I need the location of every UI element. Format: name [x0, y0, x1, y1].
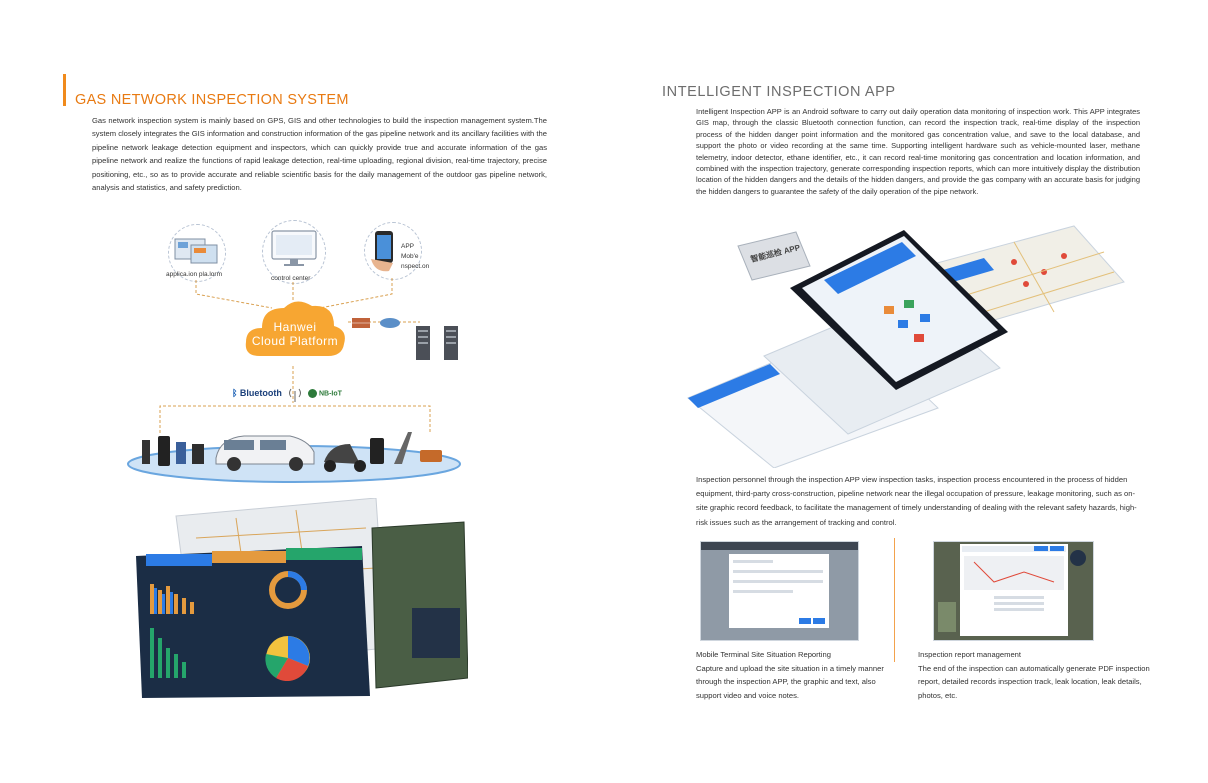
bluetooth-logo: ᛒ Bluetooth	[232, 388, 282, 398]
monitor-screens-icon	[174, 238, 218, 264]
cloud-icon	[245, 301, 345, 356]
system-architecture-diagram: applica.ion pla.lorm control center APP …	[120, 218, 480, 493]
nbiot-label: NB-IoT	[318, 390, 342, 398]
mobile-app-label-3: nspect.on	[401, 263, 430, 270]
caption-mobile-report: Mobile Terminal Site Situation Reporting…	[696, 648, 891, 702]
caption-divider	[894, 538, 895, 662]
dashboard-screens-image	[136, 498, 468, 698]
smartphone-hand-icon	[371, 231, 393, 272]
application-platform-label: applica.ion pla.lorm	[166, 271, 223, 278]
wireless-signal-icon	[289, 388, 301, 402]
app-hero-image	[687, 225, 1125, 468]
caption-mobile-report-title: Mobile Terminal Site Situation Reporting	[696, 650, 831, 659]
control-center-label: control center	[271, 275, 311, 282]
cloud-platform: Hanwei Cloud Platform	[242, 296, 348, 364]
report-pdf-image	[934, 542, 1093, 640]
desktop-monitor-icon	[271, 230, 317, 266]
caption-inspection-report: Inspection report management The end of …	[918, 648, 1150, 702]
right-body-text-2: Inspection personnel through the inspect…	[696, 475, 1137, 527]
caption-inspection-report-body: The end of the inspection can automatica…	[918, 663, 1150, 700]
title-accent-bar	[63, 74, 66, 106]
nbiot-icon	[308, 389, 317, 398]
mobile-app-label-2: Mob'e	[401, 253, 419, 260]
mobile-site-report-screenshot	[700, 541, 859, 641]
mobile-app-label-1: APP	[401, 243, 415, 250]
report-form-image	[701, 542, 858, 640]
application-platform-node: applica.ion pla.lorm	[166, 224, 226, 282]
caption-mobile-report-body: Capture and upload the site situation in…	[696, 663, 884, 700]
right-body-text: Intelligent Inspection APP is an Android…	[696, 107, 1140, 196]
control-center-node: control center	[262, 220, 326, 284]
app-hero-illustration: 智能巡检 APP	[684, 222, 1140, 468]
nbiot-logo: NB-IoT	[308, 389, 342, 398]
dashboard-illustration	[136, 498, 468, 698]
mobile-app-node: APP Mob'e nspect.on	[364, 222, 429, 280]
left-body-text: Gas network inspection system is mainly …	[92, 116, 547, 193]
cloud-title-line1: Hanwei	[273, 320, 317, 334]
left-page-title: GAS NETWORK INSPECTION SYSTEM	[75, 92, 349, 108]
right-page-title: INTELLIGENT INSPECTION APP	[662, 84, 896, 100]
bluetooth-label: Bluetooth	[239, 388, 282, 398]
network-equipment-icon	[352, 318, 458, 360]
detection-equipment-platform	[127, 432, 461, 483]
cloud-title-line2: Cloud Platform	[251, 334, 339, 348]
bluetooth-icon: ᛒ	[232, 388, 238, 398]
inspection-report-screenshot	[933, 541, 1094, 641]
caption-inspection-report-title: Inspection report management	[918, 650, 1021, 659]
